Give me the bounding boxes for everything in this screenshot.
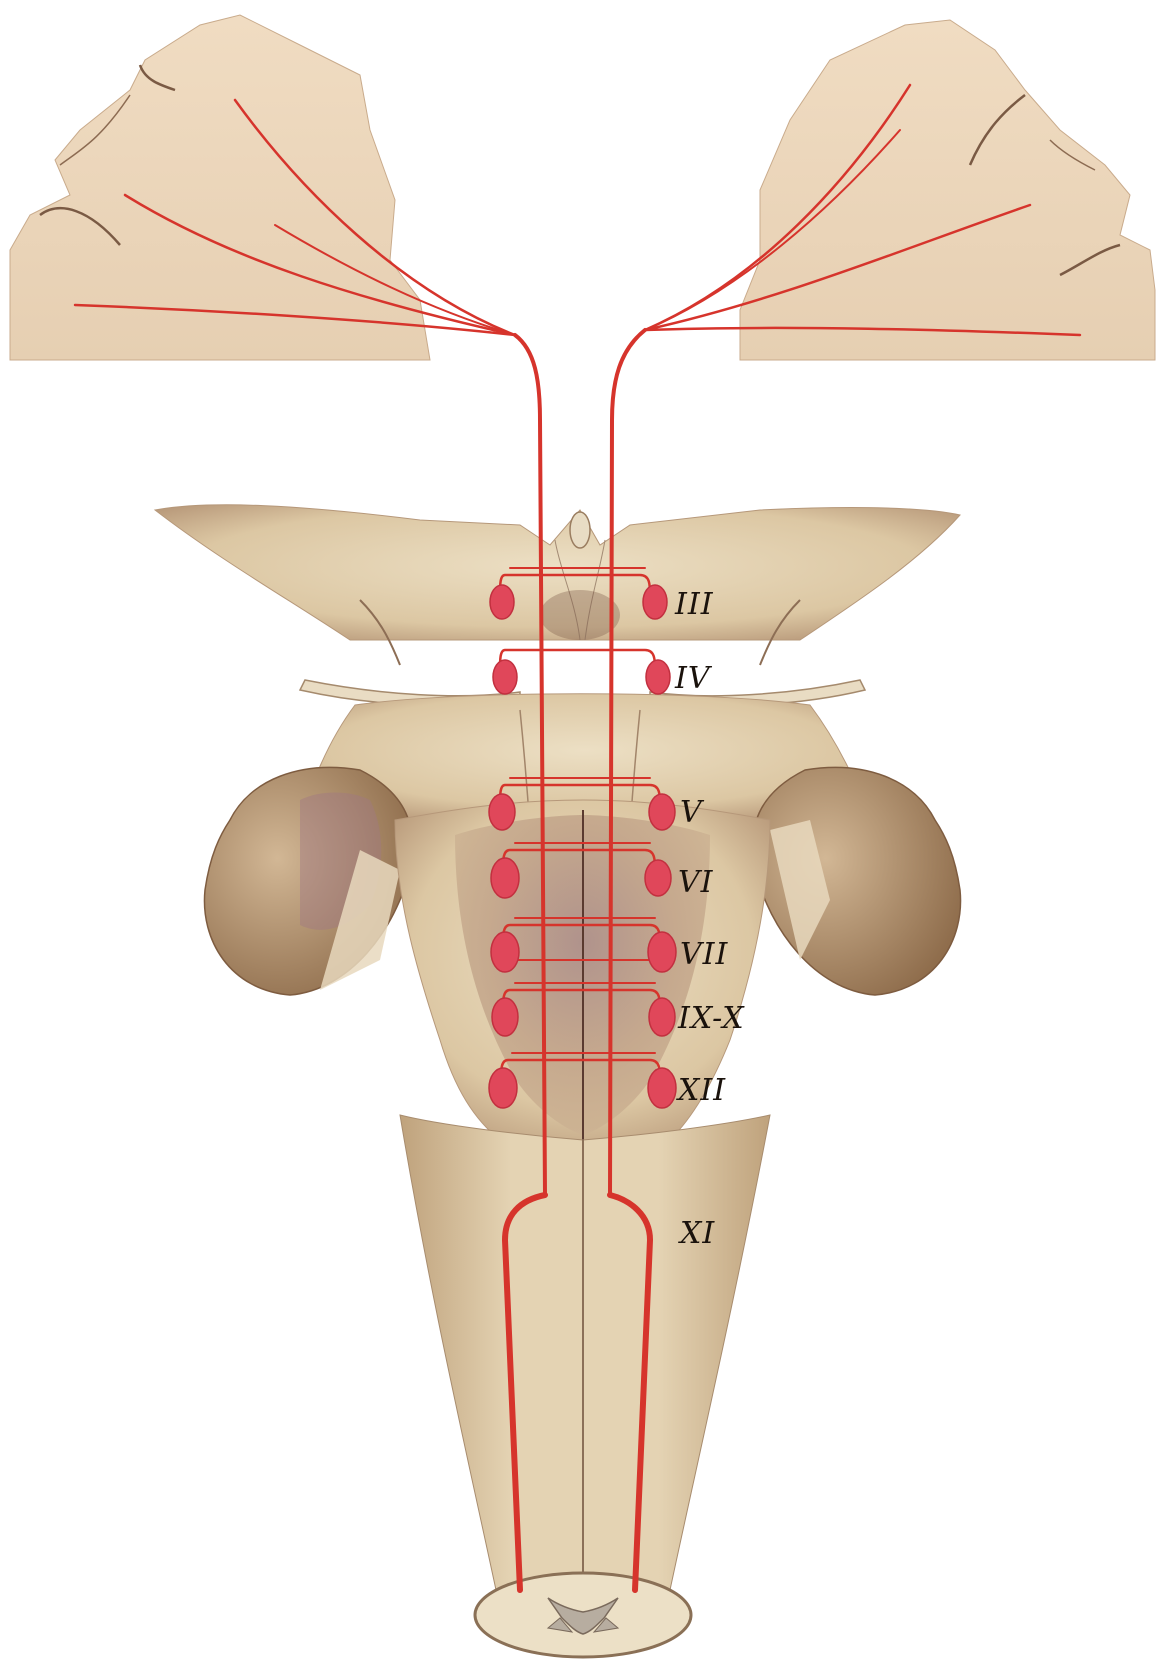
nucleus-VI-left [491,858,519,898]
nucleus-V-right [649,794,675,830]
nucleus-IX-X-left [492,998,518,1036]
right-cortex [740,20,1155,360]
label-VII: VII [680,937,729,972]
nucleus-III-right [643,585,667,619]
label-IV: IV [674,661,713,696]
label-XI: XI [678,1216,715,1251]
nucleus-VI-right [645,860,671,896]
nucleus-VII-left [491,932,519,972]
label-V: V [680,795,705,830]
right-peduncle [752,767,960,995]
nucleus-IX-X-right [649,998,675,1036]
label-XII: XII [676,1073,726,1108]
spinal-cord [400,1115,770,1657]
nucleus-V-left [489,794,515,830]
nucleus-IV-right [646,660,670,694]
nucleus-XII-right [648,1068,676,1108]
label-VI: VI [678,865,714,900]
left-cortex [10,15,430,360]
midbrain [155,505,960,665]
left-peduncle [204,767,412,995]
nucleus-VII-right [648,932,676,972]
nucleus-XII-left [489,1068,517,1108]
nucleus-III-left [490,585,514,619]
label-IX-X: IX-X [677,1001,745,1036]
nucleus-IV-left [493,660,517,694]
label-III: III [674,587,714,622]
